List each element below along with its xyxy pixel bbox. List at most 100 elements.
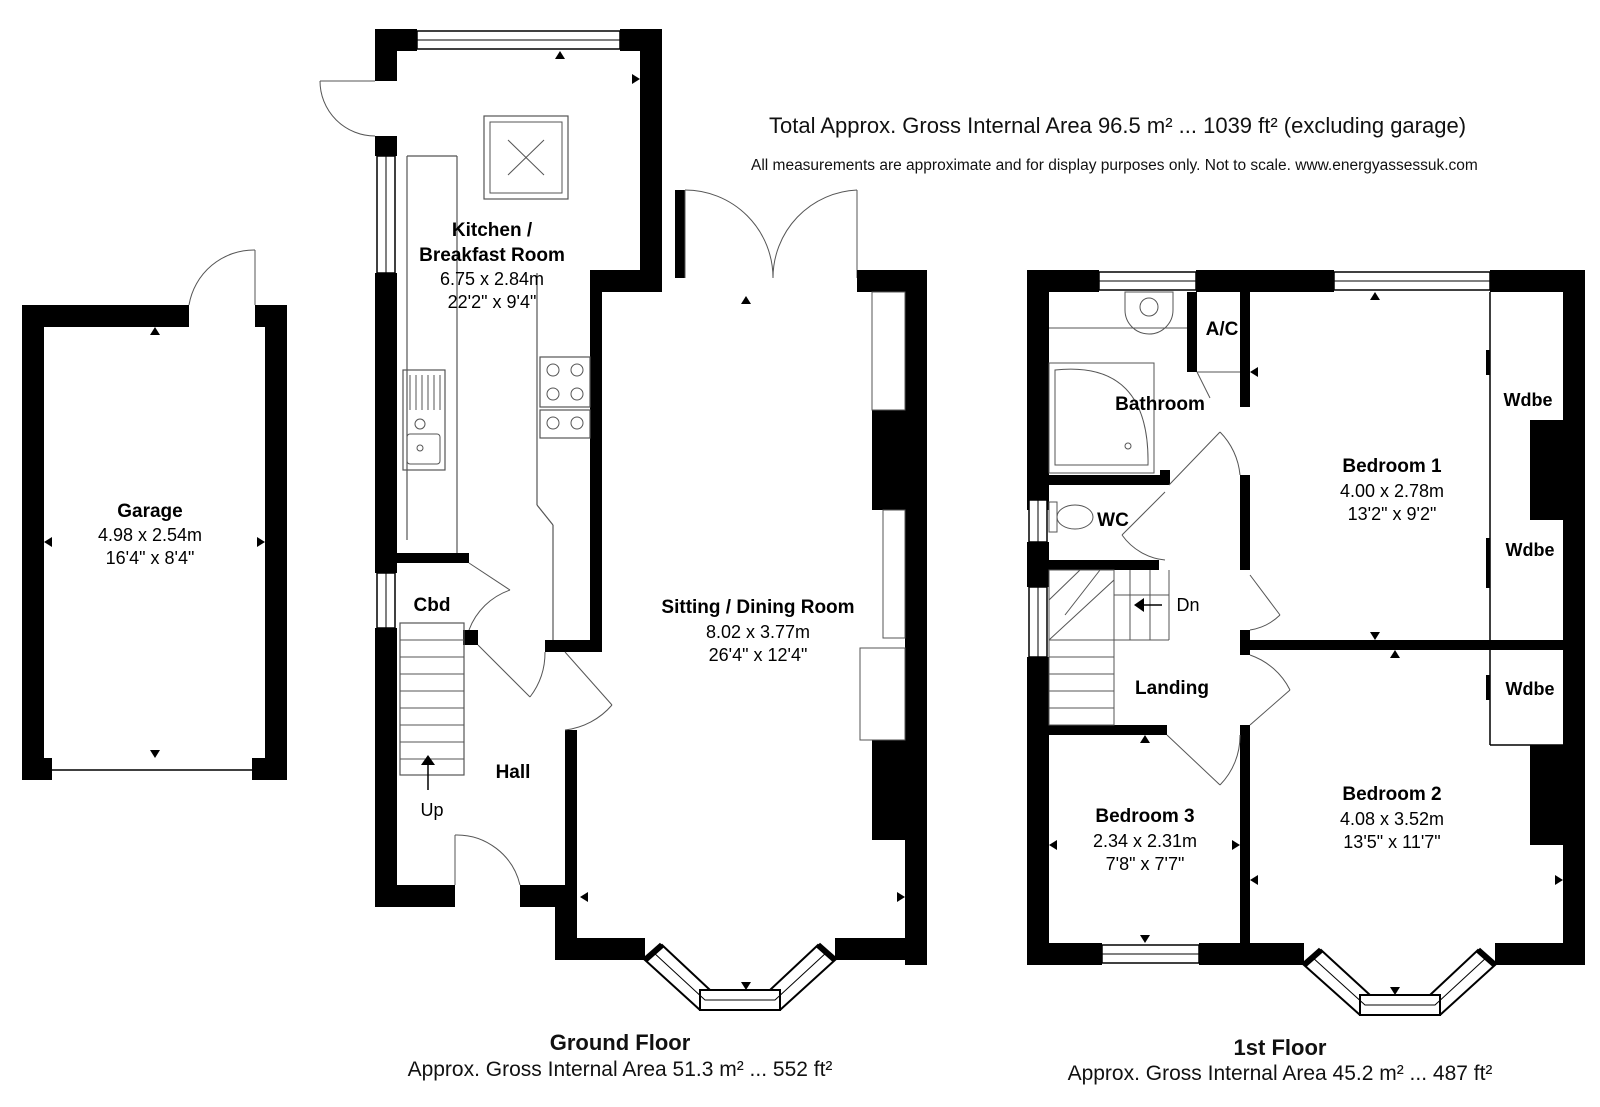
wall (1490, 270, 1585, 292)
ground-floor-area: Approx. Gross Internal Area 51.3 m² ... … (407, 1058, 833, 1081)
dim-arrow (897, 892, 905, 902)
wall (905, 270, 927, 965)
kitchen-name-2: Breakfast Room (419, 245, 565, 266)
door-swing (684, 189, 774, 279)
kitchen-name-1: Kitchen / (452, 220, 533, 241)
dim-arrow (44, 537, 52, 547)
alcove (859, 647, 906, 741)
wall (22, 758, 52, 780)
bedroom2-imperial: 13'5" x 11'7" (1343, 832, 1440, 852)
skylight (483, 115, 569, 200)
door (1249, 689, 1291, 726)
wall (555, 938, 645, 960)
bedroom3-metric: 2.34 x 2.31m (1093, 831, 1197, 851)
basin-icon (1124, 291, 1174, 335)
wall (675, 190, 685, 278)
wall (565, 730, 577, 890)
ground-floor-plan: Kitchen / Breakfast Room 6.75 x 2.84m 22… (319, 29, 927, 1011)
stairs-down-label: Dn (1176, 595, 1199, 615)
door (1166, 734, 1221, 786)
bedroom3-imperial: 7'8" x 7'7" (1106, 854, 1185, 874)
wall (1495, 943, 1585, 965)
dim-arrow (1250, 875, 1258, 885)
wall (1049, 560, 1159, 570)
dim-arrow (150, 750, 160, 758)
kitchen-imperial: 22'2" x 9'4" (448, 292, 537, 312)
dim-arrow (1140, 735, 1150, 743)
wall (1049, 725, 1167, 735)
wall (1196, 270, 1334, 292)
door (1168, 431, 1221, 486)
cbd-name: Cbd (414, 595, 451, 616)
wc-name: WC (1097, 510, 1129, 531)
wall (1027, 542, 1049, 587)
ground-floor-title: Ground Floor (549, 1030, 691, 1055)
dim-arrow (1232, 840, 1240, 850)
total-area-text: Total Approx. Gross Internal Area 96.5 m… (769, 113, 1467, 138)
door-swing (1219, 431, 1241, 476)
bathroom-name: Bathroom (1115, 394, 1205, 415)
hall-name: Hall (496, 762, 531, 783)
wall (1240, 475, 1250, 570)
wall (1027, 657, 1049, 965)
chimney (872, 410, 905, 510)
garage-imperial: 16'4" x 8'4" (106, 548, 195, 568)
counter (536, 504, 554, 526)
wall (590, 270, 602, 650)
sitting-metric: 8.02 x 3.77m (706, 622, 810, 642)
door-swing (1121, 534, 1166, 561)
wardrobe-label: Wdbe (1506, 679, 1555, 699)
wardrobe-label: Wdbe (1504, 390, 1553, 410)
wall (1250, 640, 1563, 650)
dim-arrow (1390, 650, 1400, 658)
staircase (399, 622, 465, 790)
chimney (1530, 745, 1563, 845)
sitting-imperial: 26'4" x 12'4" (709, 645, 808, 665)
door (1249, 574, 1281, 616)
wall (600, 270, 662, 292)
alcove (882, 509, 906, 639)
door-swing (454, 834, 521, 886)
wall (375, 628, 397, 907)
wall (375, 885, 455, 907)
dim-arrow (1390, 987, 1400, 995)
dim-arrow (1370, 292, 1380, 300)
wall (1240, 630, 1250, 655)
first-floor-area: Approx. Gross Internal Area 45.2 m² ... … (1067, 1062, 1493, 1085)
wall (1187, 292, 1197, 372)
wall (22, 305, 44, 780)
dim-arrow (1140, 935, 1150, 943)
wall (397, 553, 469, 563)
toilet-icon (1048, 501, 1094, 533)
wall (545, 640, 602, 652)
alcove (871, 291, 906, 411)
wall (1027, 943, 1102, 965)
kitchen-metric: 6.75 x 2.84m (440, 269, 544, 289)
bedroom1-name: Bedroom 1 (1342, 456, 1442, 477)
door-swing (564, 704, 613, 731)
disclaimer-text: All measurements are approximate and for… (751, 157, 1478, 174)
dim-arrow (580, 892, 588, 902)
dim-arrow (1250, 367, 1258, 377)
dim-arrow (741, 982, 751, 990)
wall (252, 758, 287, 780)
door-swing (1249, 654, 1291, 691)
dim-arrow (1370, 632, 1380, 640)
door (1121, 491, 1166, 536)
garage-name: Garage (117, 501, 182, 522)
wall (463, 630, 478, 645)
wall (1240, 292, 1250, 407)
chimney (1530, 420, 1563, 520)
door (564, 651, 613, 706)
dim-arrow (555, 51, 565, 59)
wall (1199, 943, 1304, 965)
garage-metric: 4.98 x 2.54m (98, 525, 202, 545)
bath-icon (1048, 362, 1155, 474)
bedroom2-metric: 4.08 x 3.52m (1340, 809, 1444, 829)
chimney (872, 740, 905, 840)
wall (1027, 270, 1049, 510)
door-swing (319, 80, 376, 137)
first-floor-title: 1st Floor (1233, 1035, 1327, 1060)
wall (1240, 725, 1250, 965)
